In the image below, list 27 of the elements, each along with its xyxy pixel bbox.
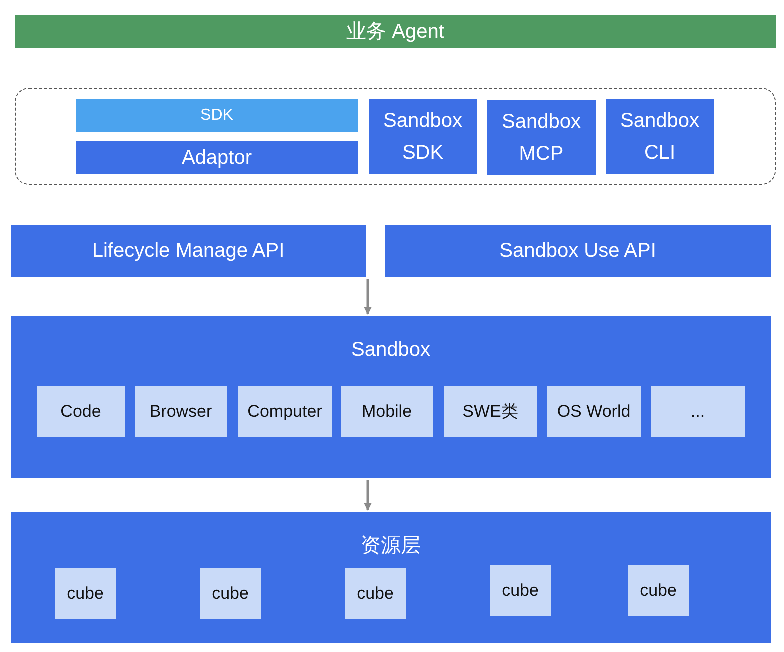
dashed-group (15, 88, 776, 185)
component-box: Lifecycle Manage API (11, 225, 366, 277)
layer-title: 资源层 (361, 534, 421, 559)
module-box: cube (628, 565, 689, 616)
module-box: ... (651, 386, 745, 437)
module-box: SWE类 (444, 386, 537, 437)
layer-panel (11, 512, 771, 643)
agent-bar: 业务 Agent (15, 15, 776, 48)
arrow (364, 480, 372, 511)
module-box: OS World (547, 386, 641, 437)
component-box: Sandbox CLI (606, 99, 714, 174)
module-box: cube (345, 568, 406, 619)
module-box: cube (490, 565, 551, 616)
module-box: cube (200, 568, 261, 619)
layer-panel (11, 316, 771, 478)
module-box: Browser (135, 386, 227, 437)
component-box: Adaptor (76, 141, 358, 174)
module-box: Mobile (341, 386, 433, 437)
arrow (364, 279, 372, 315)
sdk-box: SDK (76, 99, 358, 132)
component-box: Sandbox SDK (369, 99, 477, 174)
component-box: Sandbox Use API (385, 225, 771, 277)
module-box: Computer (238, 386, 332, 437)
component-box: Sandbox MCP (487, 100, 596, 175)
module-box: Code (37, 386, 125, 437)
layer-title: Sandbox (352, 338, 430, 363)
module-box: cube (55, 568, 116, 619)
